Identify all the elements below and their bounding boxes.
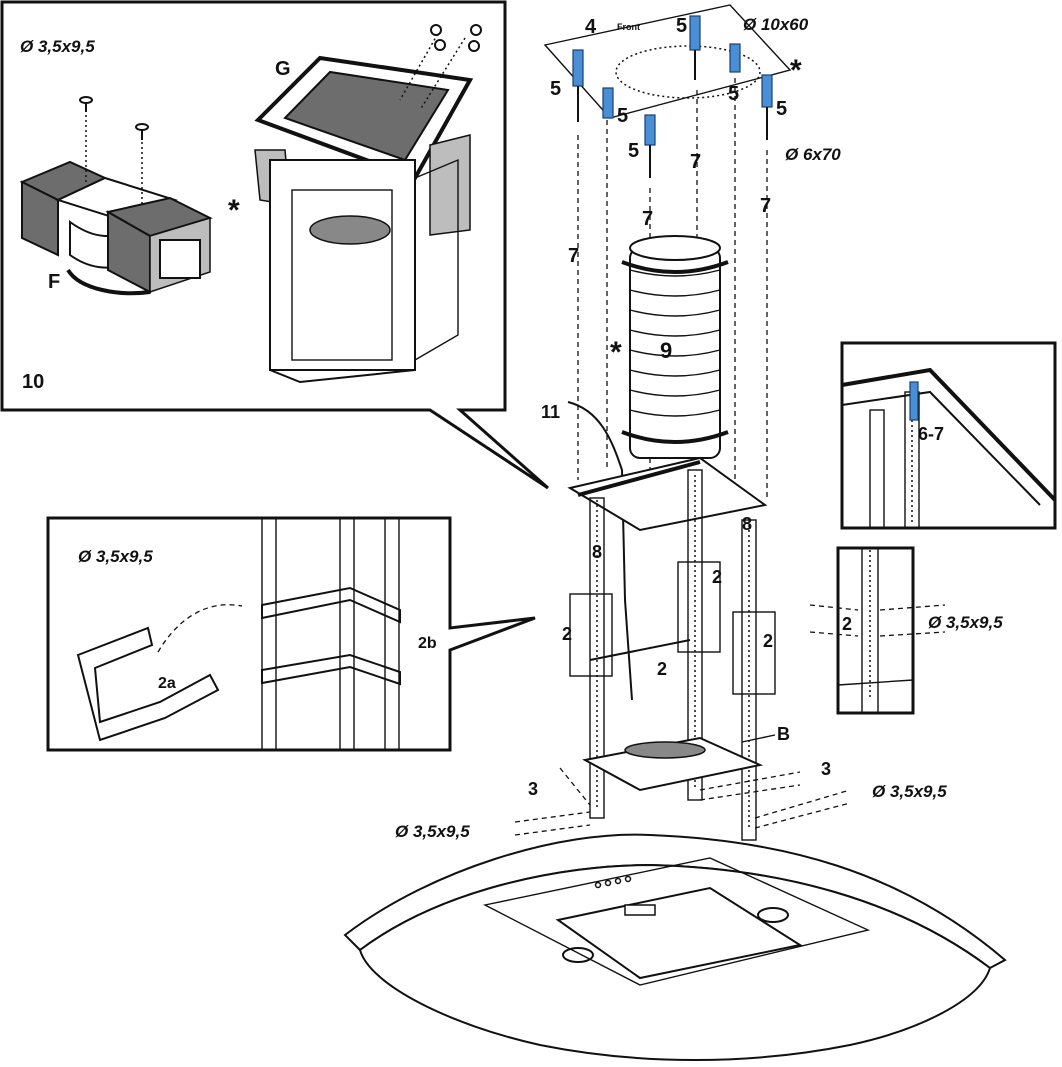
optional-marker: *	[790, 54, 802, 87]
bracket-2-label: 2	[562, 624, 572, 644]
step-8-label: 8	[592, 542, 602, 562]
inset-10-panel: Ø 3,5x9,5 G F * 10	[0, 0, 549, 490]
optional-marker: *	[610, 336, 622, 369]
screw-icon	[79, 96, 93, 112]
filter-part-f	[19, 96, 213, 296]
step-3-label: 3	[528, 779, 538, 799]
step-7-label: 7	[760, 195, 771, 217]
screw-size-label: Ø 3,5x9,5	[872, 782, 947, 801]
anchor-10x60-icon	[572, 15, 773, 146]
bracket-2a-label: 2a	[158, 675, 176, 692]
ceiling-plate-label: 4	[585, 16, 597, 38]
inset-side-bracket-panel: 2	[809, 546, 946, 715]
step-6-7-label: 6-7	[918, 424, 944, 444]
step-5-label: 5	[617, 105, 628, 127]
screw-size-label: Ø 3,5x9,5	[928, 613, 1003, 632]
anchor-size-label: Ø 10x60	[743, 15, 809, 34]
flexible-duct: 9 *	[610, 235, 729, 459]
step-7-label: 7	[690, 151, 701, 173]
step-5-label: 5	[776, 98, 787, 120]
part-b-label: B	[777, 724, 790, 744]
power-cable	[567, 401, 633, 701]
wall-anchors	[572, 15, 773, 178]
chimney-frame-g	[254, 24, 482, 384]
screw-size-label: Ø 3,5x9,5	[395, 822, 470, 841]
step-8-label: 8	[742, 514, 752, 534]
ceiling-plate: Front	[543, 4, 792, 119]
front-label: Front	[617, 22, 640, 32]
screw-size-label: Ø 6x70	[785, 145, 841, 164]
step-5-label: 5	[676, 15, 687, 37]
duct-label: 9	[660, 338, 672, 363]
screw-size-label: Ø 3,5x9,5	[20, 37, 95, 56]
step-5-label: 5	[728, 83, 739, 105]
cable-label: 11	[541, 402, 560, 422]
bracket-2-label: 2	[657, 659, 667, 679]
part-f-label: F	[48, 271, 60, 293]
bracket-2-label: 2	[763, 631, 773, 651]
bracket-2-label: 2	[842, 614, 852, 634]
screw-6x70-icon	[577, 50, 768, 178]
bracket-2b-label: 2b	[418, 635, 437, 652]
chimney-frame	[567, 456, 776, 841]
optional-marker: *	[228, 194, 240, 227]
inset-bracket-panel: Ø 3,5x9,5 2a 2b	[46, 516, 536, 752]
step-5-label: 5	[550, 78, 561, 100]
screw-icon	[135, 123, 149, 140]
hood-canopy	[343, 833, 1007, 1061]
screw-size-label: Ø 3,5x9,5	[78, 547, 153, 566]
bottom-screws	[514, 767, 851, 836]
bracket-2-label: 2	[712, 567, 722, 587]
part-g-label: G	[275, 58, 291, 80]
step-10-label: 10	[22, 371, 44, 393]
step-5-label: 5	[628, 140, 639, 162]
screw-icon	[430, 24, 482, 52]
inset-6-7-panel: 6-7	[840, 341, 1057, 530]
step-7-label: 7	[642, 208, 653, 230]
step-3-label: 3	[821, 759, 831, 779]
step-7-label: 7	[568, 245, 579, 267]
